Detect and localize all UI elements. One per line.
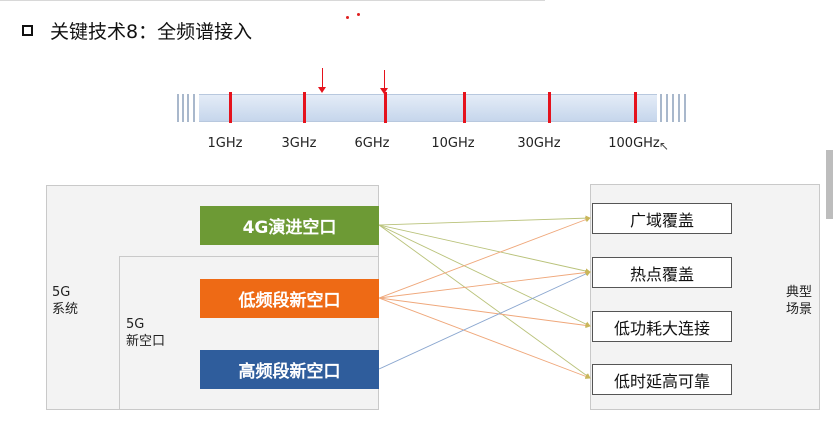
link-low-wide xyxy=(378,217,591,299)
interface-high-band-nr: 高频段新空口 xyxy=(200,350,379,389)
tick-1ghz xyxy=(229,92,232,123)
red-dot-icon xyxy=(357,13,360,16)
link-4g-mmtc xyxy=(378,224,591,327)
tick-30ghz xyxy=(548,92,551,123)
freq-label: 30GHz xyxy=(517,136,561,151)
arrow-marker-icon xyxy=(384,70,385,89)
scenario-low-power-massive: 低功耗大连接 xyxy=(592,311,732,342)
spectrum-band xyxy=(199,94,657,122)
new-air-interface-label: 5G 新空口 xyxy=(126,317,166,349)
freq-label: 3GHz xyxy=(281,136,317,151)
freq-label: 6GHz xyxy=(354,136,390,151)
red-dot-icon xyxy=(346,16,349,19)
link-low-mmtc xyxy=(378,297,591,329)
slide-title-text: 关键技术8：全频谱接入 xyxy=(50,21,253,43)
freq-label: 100GHz xyxy=(608,136,660,151)
link-4g-hotspot xyxy=(378,224,591,274)
scenario-wide-coverage: 广域覆盖 xyxy=(592,203,732,234)
system-5g-label: 5G 系统 xyxy=(52,285,79,317)
freq-label: 1GHz xyxy=(207,136,243,151)
arrow-marker-icon xyxy=(322,68,323,88)
arrow-head-icon xyxy=(318,87,326,93)
top-divider xyxy=(0,0,545,1)
tick-3ghz xyxy=(303,92,306,123)
interface-4g-evolution: 4G演进空口 xyxy=(200,206,379,245)
link-low-urllc xyxy=(378,297,591,379)
freq-label: 10GHz xyxy=(431,136,475,151)
tick-6ghz xyxy=(384,92,387,123)
slide-title: 关键技术8：全频谱接入 xyxy=(22,17,252,44)
scrollbar-thumb[interactable] xyxy=(826,150,833,219)
interface-low-band-nr: 低频段新空口 xyxy=(200,279,379,318)
tick-100ghz xyxy=(634,92,637,123)
link-low-hotspot xyxy=(378,269,591,299)
link-high-hotspot xyxy=(378,271,591,370)
scenario-low-latency-reliable: 低时延高可靠 xyxy=(592,364,732,395)
mouse-cursor-icon: ↖ xyxy=(659,139,670,153)
typical-scenario-label: 典型 场景 xyxy=(786,285,813,317)
square-bullet-icon xyxy=(22,25,33,36)
link-4g-urllc xyxy=(378,224,591,379)
link-4g-wide xyxy=(378,215,591,226)
scenario-hotspot-coverage: 热点覆盖 xyxy=(592,257,732,288)
arrow-head-icon xyxy=(380,88,388,94)
tick-10ghz xyxy=(463,92,466,123)
